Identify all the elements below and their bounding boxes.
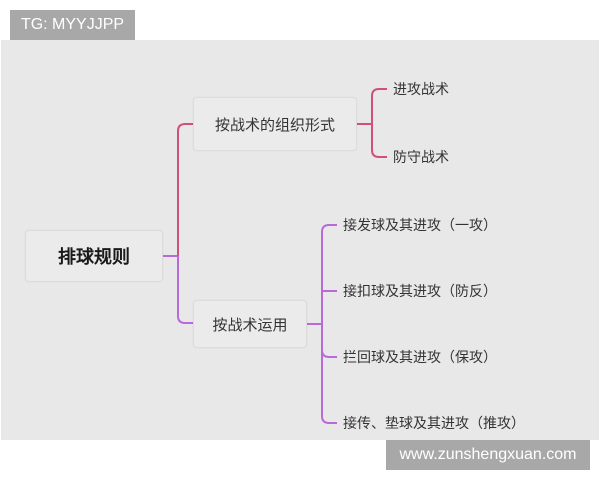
leaf-label: 接发球及其进攻（一攻） bbox=[343, 218, 497, 234]
leaf-node-spike-receive[interactable]: 接扣球及其进攻（防反） bbox=[343, 281, 497, 301]
branch-node-application[interactable]: 按战术运用 bbox=[193, 300, 307, 348]
watermark-text: www.zunshengxuan.com bbox=[399, 446, 577, 463]
leaf-node-block-cover[interactable]: 拦回球及其进攻（保攻） bbox=[343, 347, 497, 367]
leaf-label: 进攻战术 bbox=[393, 82, 449, 98]
branch-label: 按战术运用 bbox=[212, 315, 288, 334]
leaf-label: 防守战术 bbox=[393, 150, 449, 166]
leaf-label: 接传、垫球及其进攻（推攻） bbox=[343, 416, 525, 432]
leaf-node-defense-tactics[interactable]: 防守战术 bbox=[393, 147, 449, 167]
leaf-node-serve-receive[interactable]: 接发球及其进攻（一攻） bbox=[343, 215, 497, 235]
branch-label: 按战术的组织形式 bbox=[214, 115, 335, 134]
leaf-node-free-ball[interactable]: 接传、垫球及其进攻（推攻） bbox=[343, 413, 525, 433]
root-node[interactable]: 排球规则 bbox=[25, 230, 163, 282]
leaf-label: 接扣球及其进攻（防反） bbox=[343, 284, 497, 300]
watermark-text: TG: MYYJJPP bbox=[20, 16, 125, 33]
root-label: 排球规则 bbox=[58, 247, 130, 268]
watermark-bottom: www.zunshengxuan.com bbox=[386, 440, 590, 470]
leaf-node-attack-tactics[interactable]: 进攻战术 bbox=[393, 79, 449, 99]
branch-node-organization[interactable]: 按战术的组织形式 bbox=[193, 97, 357, 151]
leaf-label: 拦回球及其进攻（保攻） bbox=[343, 350, 497, 366]
watermark-top: TG: MYYJJPP bbox=[10, 10, 135, 40]
